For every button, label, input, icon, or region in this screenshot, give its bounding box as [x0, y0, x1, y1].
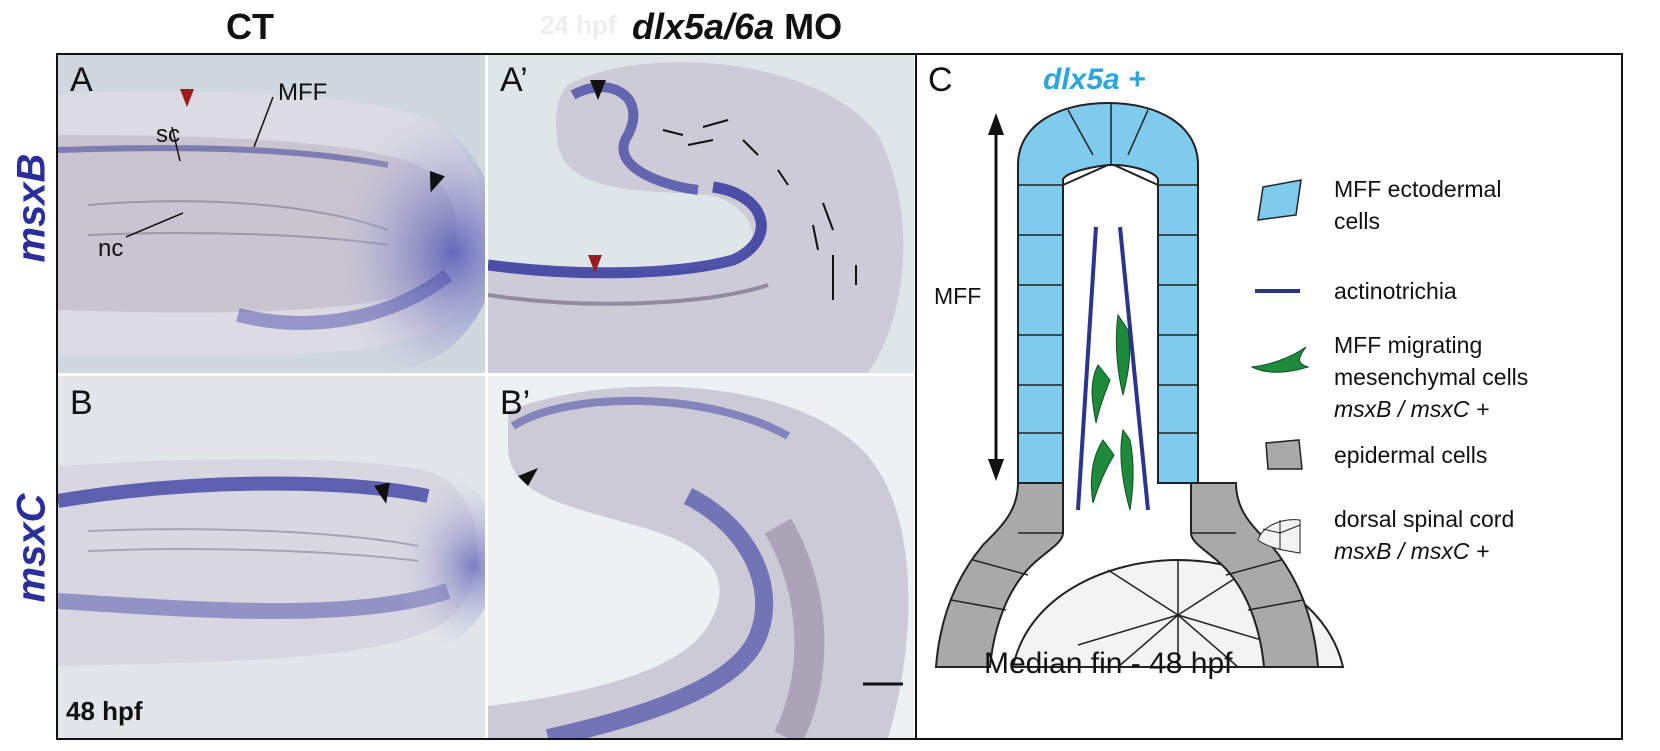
annotation-sc: sc — [156, 121, 180, 148]
legend-text: msxB / msxC + — [1334, 535, 1514, 567]
black-arrowhead-icon — [374, 482, 390, 504]
morpholino-gene: dlx5a/6a — [632, 6, 775, 47]
legend-epidermal: epidermal cells — [1334, 439, 1487, 471]
arrow-down-icon — [988, 459, 1004, 481]
legend-actinotrichia: actinotrichia — [1334, 275, 1457, 307]
row-label-msxb: msxB — [9, 153, 54, 263]
legend-spinal-cord: dorsal spinal cord msxB / msxC + — [1334, 503, 1514, 567]
legend-text: mesenchymal cells — [1334, 364, 1529, 390]
legend-text: cells — [1334, 208, 1381, 234]
column-header-ct: CT — [226, 6, 274, 47]
panel-label-a-prime: A’ — [500, 61, 528, 99]
panel-label-c: C — [928, 61, 953, 99]
mesenchymal-cells — [1090, 313, 1134, 511]
legend-text: msxB / msxC + — [1334, 393, 1528, 425]
legend-ectodermal: MFF ectodermal cells — [1334, 173, 1501, 237]
morpholino-suffix: MO — [784, 6, 843, 47]
column-header-timepoint: 24 hpf — [540, 10, 617, 40]
panel-c-schematic: C dlx5a + MFF Median fin - 48 hpf MFF ec… — [918, 55, 1621, 738]
schematic-caption: Median fin - 48 hpf — [984, 647, 1233, 680]
figure-frame — [56, 53, 1623, 740]
black-arrowhead-icon — [590, 80, 606, 100]
epidermal-cells-right — [1190, 482, 1320, 668]
gene-expression-label: dlx5a + — [1043, 63, 1146, 96]
timepoint-label: 48 hpf — [66, 696, 143, 726]
mesenchymal-cell-icon — [1250, 346, 1310, 373]
arrow-up-icon — [988, 113, 1004, 135]
annotation-nc: nc — [98, 235, 124, 262]
panel-b-prime-image: B’ — [488, 376, 914, 738]
row-label-msxc: msxC — [9, 493, 54, 603]
annotation-mff: MFF — [278, 79, 328, 106]
panel-label-a: A — [70, 61, 93, 99]
column-header-morpholino: dlx5a/6a MO — [632, 6, 842, 48]
legend-text: actinotrichia — [1334, 278, 1457, 304]
black-arrowhead-icon — [429, 170, 445, 193]
legend-text: MFF migrating — [1334, 332, 1483, 358]
panel-b-image: B 48 hpf — [58, 376, 485, 738]
legend-text-italic: msxB / msxC + — [1334, 396, 1490, 422]
legend-mesenchymal: MFF migrating mesenchymal cells msxB / m… — [1334, 329, 1528, 425]
panel-label-b-prime: B’ — [500, 384, 531, 422]
legend-text: MFF ectodermal — [1334, 176, 1502, 202]
epidermal-cells-left — [934, 482, 1064, 668]
panel-a-image: A MFF sc nc — [58, 55, 485, 373]
red-arrowhead-icon — [180, 89, 194, 107]
legend-text: epidermal cells — [1334, 442, 1488, 468]
legend-text: dorsal spinal cord — [1334, 506, 1515, 532]
legend-text-italic: msxB / msxC + — [1334, 538, 1490, 564]
ectodermal-cell-icon — [1257, 179, 1302, 221]
panel-c-divider — [915, 53, 917, 740]
red-arrowhead-icon — [588, 255, 602, 273]
spinal-cord-icon — [1257, 519, 1301, 554]
actinotrichia-right — [1118, 226, 1150, 511]
mff-label: MFF — [934, 283, 982, 309]
panel-label-b: B — [70, 384, 93, 422]
panel-a-prime-image: A’ — [488, 55, 914, 373]
black-arrowhead-icon — [518, 468, 538, 486]
epidermal-cell-icon — [1265, 439, 1303, 470]
actinotrichia-left — [1076, 226, 1098, 511]
